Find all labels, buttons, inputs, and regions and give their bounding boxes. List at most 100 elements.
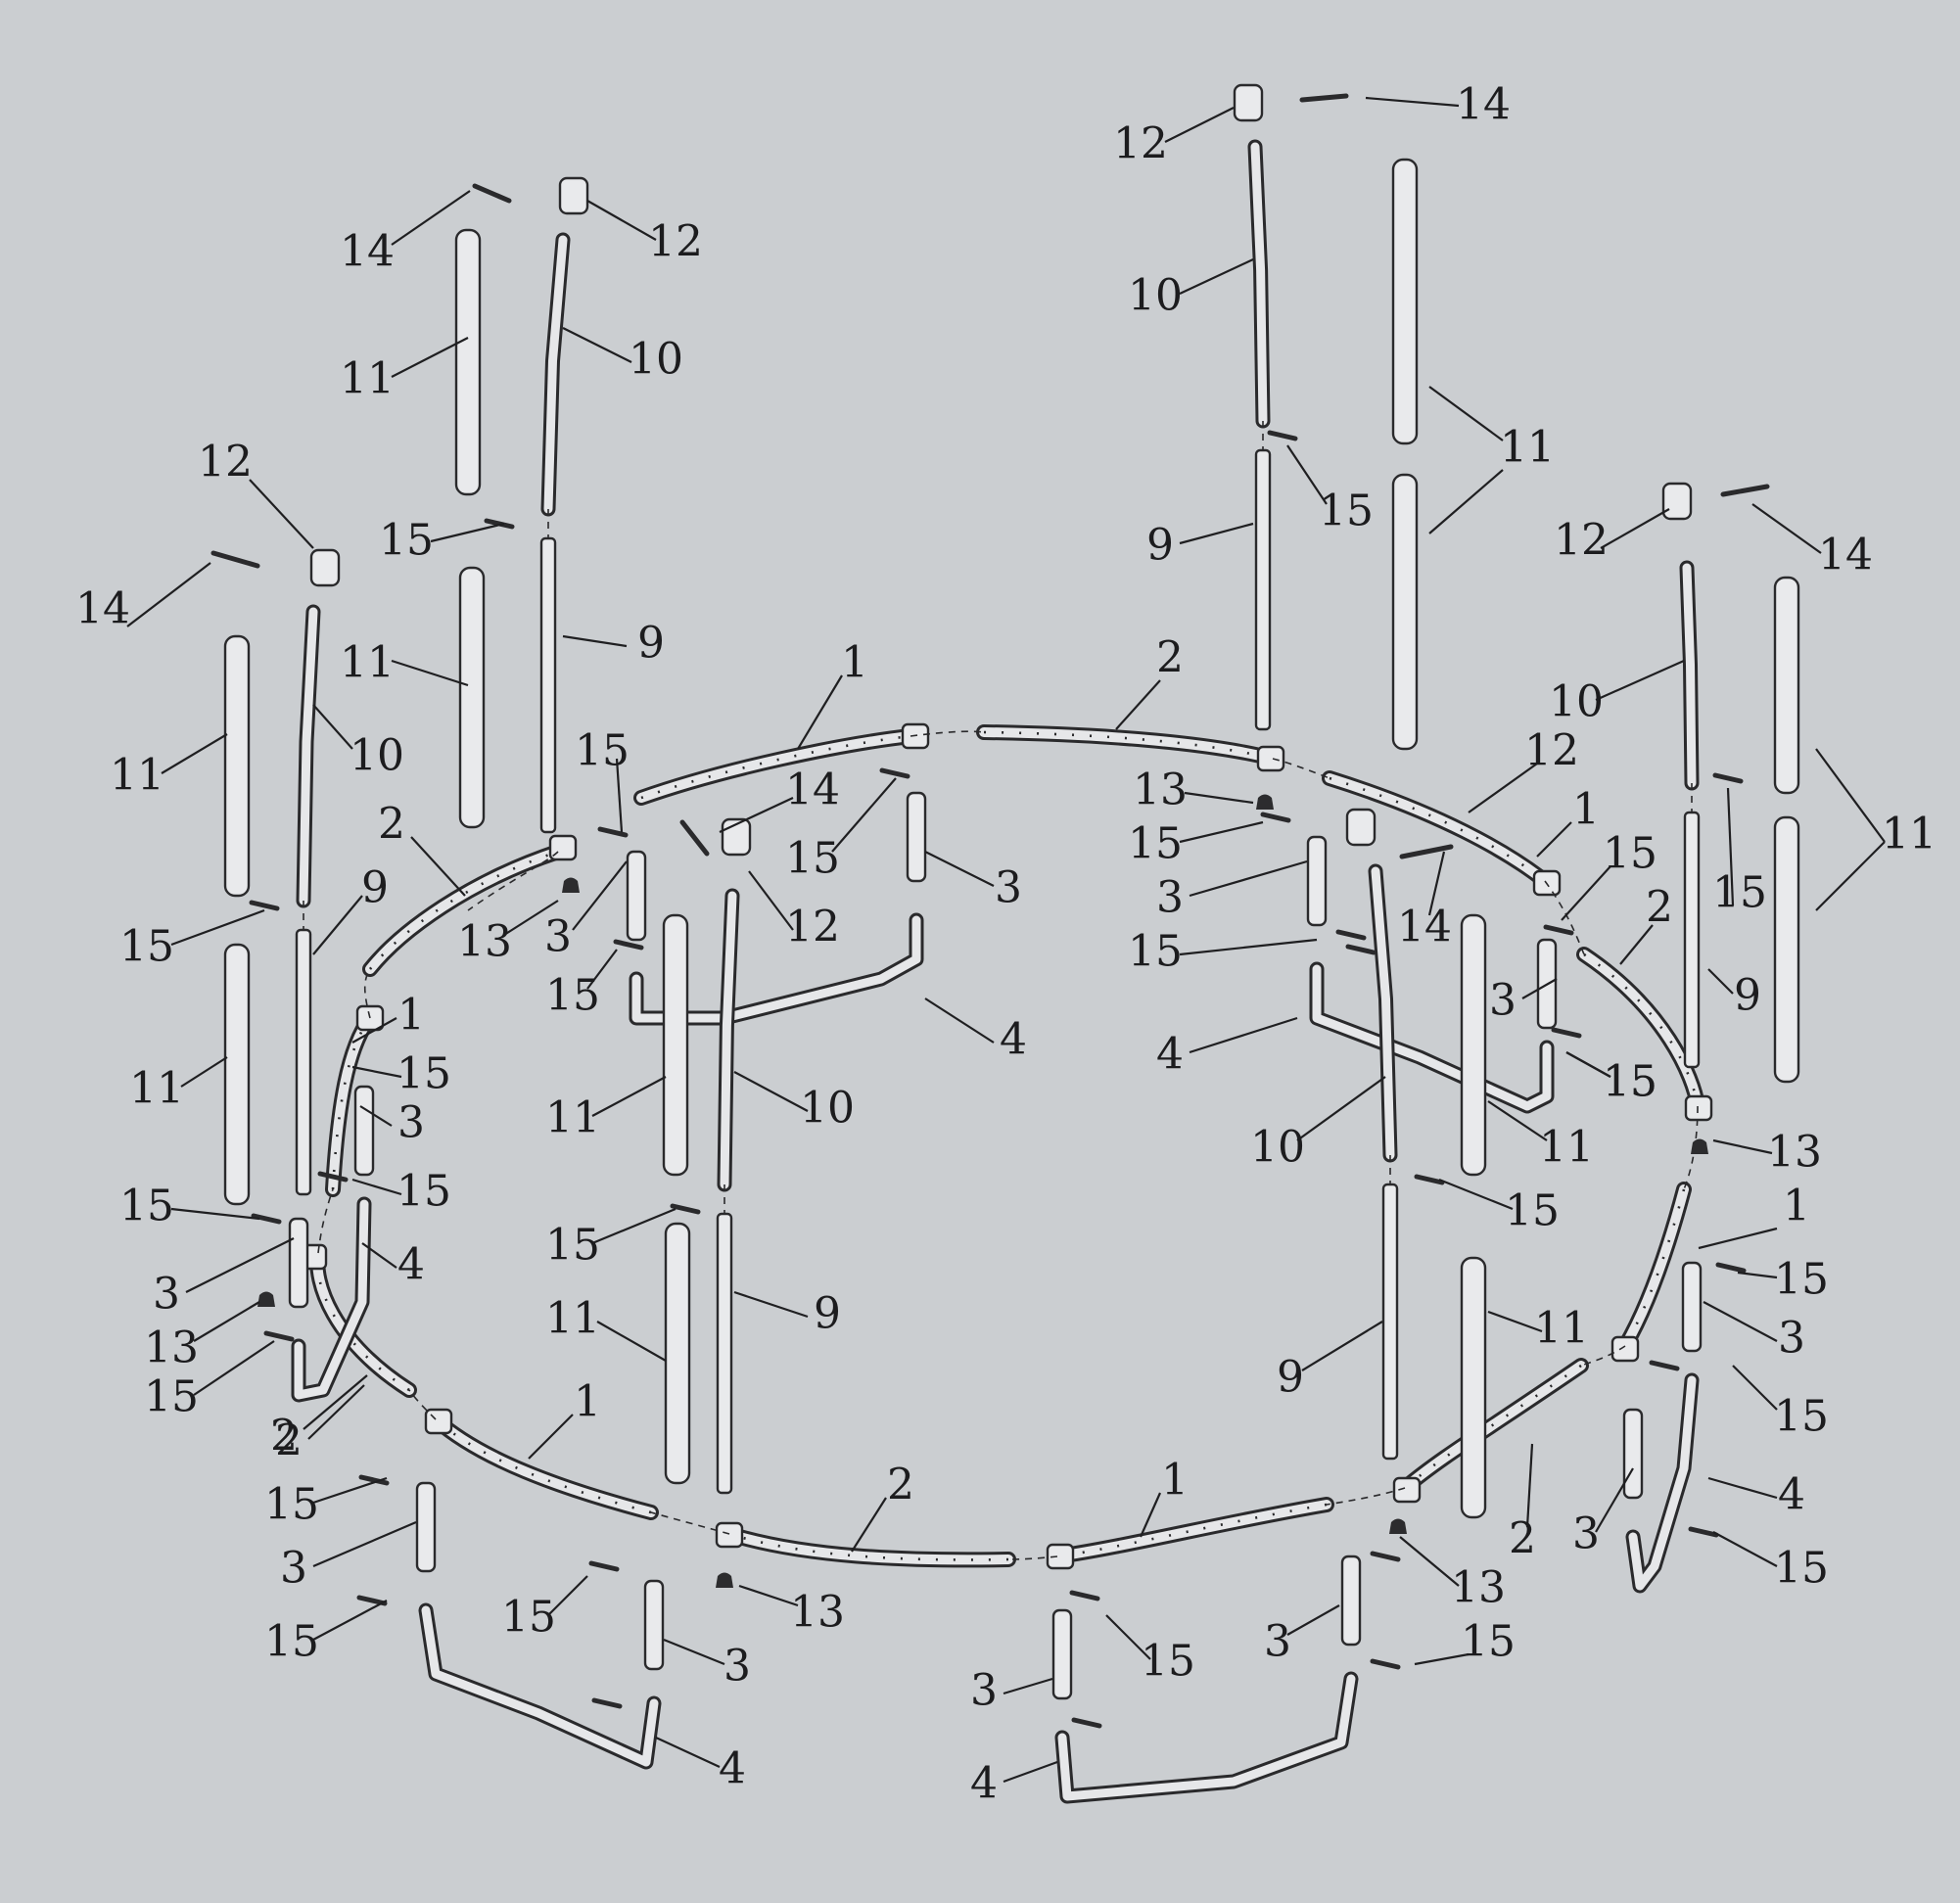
screw-8	[1260, 812, 1291, 823]
callout-leader-97	[312, 1520, 417, 1568]
callout-part-2: 2	[1509, 1514, 1536, 1564]
leg-upright-b-4	[643, 1579, 665, 1671]
leg-upright-a-1	[626, 850, 647, 942]
callout-part-9: 9	[1146, 521, 1174, 571]
foam-sleeve-9	[1460, 913, 1487, 1177]
callout-part-3: 3	[280, 1544, 307, 1594]
callout-part-2: 2	[270, 1412, 298, 1462]
callout-leader-68	[1707, 968, 1734, 995]
callout-leader-14	[185, 1237, 295, 1293]
callout-leader-31	[719, 797, 794, 833]
leg-upright-b-5	[1340, 1555, 1362, 1647]
callout-leader-26	[503, 900, 559, 936]
callout-leader-36	[591, 1076, 667, 1117]
callout-leader-89	[1003, 1760, 1058, 1784]
callout-part-11: 11	[340, 638, 395, 688]
callout-leader-78	[1707, 1476, 1778, 1500]
callout-part-13: 13	[1133, 766, 1188, 815]
leg-assemblies	[288, 791, 1703, 1804]
callout-part-3: 3	[153, 1270, 180, 1320]
callout-leader-85	[1414, 1652, 1470, 1666]
callout-leader-19	[586, 200, 657, 241]
callout-leader-55	[1561, 865, 1611, 921]
callout-leader-80	[1712, 1531, 1778, 1567]
callout-part-9: 9	[1734, 971, 1761, 1021]
end-plug-5	[1389, 1518, 1407, 1534]
callout-leader-56	[1179, 938, 1318, 956]
callout-part-3: 3	[1489, 976, 1517, 1026]
callout-part-12: 12	[785, 903, 840, 952]
t-socket-7	[1392, 1476, 1422, 1504]
foam-sleeve-5	[662, 913, 689, 1177]
upper-pole-fill-6	[1682, 563, 1697, 788]
leg-upright-a-2	[1306, 835, 1328, 927]
callout-part-15: 15	[144, 1372, 199, 1422]
callout-leader-48	[1115, 679, 1161, 730]
bolt-4	[1720, 484, 1770, 497]
callout-part-3: 3	[544, 912, 572, 962]
callout-part-11: 11	[545, 1294, 600, 1344]
screw-24	[1715, 1262, 1747, 1274]
callout-part-4: 4	[970, 1759, 998, 1809]
callout-leader-52	[1536, 821, 1572, 858]
callout-part-15: 15	[501, 1593, 556, 1643]
callout-leader-13	[361, 1242, 397, 1269]
callout-part-15: 15	[1319, 487, 1374, 536]
screw-4	[1712, 772, 1744, 784]
callout-leader-53	[1189, 859, 1308, 898]
callout-leader-54	[1427, 851, 1446, 916]
callout-part-3: 3	[1156, 873, 1184, 923]
screw-17	[588, 1560, 620, 1572]
callout-part-12: 12	[1113, 119, 1168, 169]
frame-rail-fill-9	[724, 1529, 1013, 1565]
callout-leader-18	[391, 190, 471, 246]
callout-part-3: 3	[1778, 1314, 1805, 1364]
callout-part-4: 4	[1156, 1030, 1184, 1080]
callout-leader-35	[924, 998, 995, 1044]
callout-part-1: 1	[397, 991, 425, 1041]
callout-leader-98	[312, 1600, 388, 1641]
callout-part-4: 4	[1778, 1470, 1805, 1520]
t-socket-10	[424, 1408, 453, 1435]
callout-leader-66	[1619, 924, 1654, 965]
foam-sleeve-4	[458, 566, 486, 829]
callout-leader-32	[831, 777, 897, 853]
callout-part-1: 1	[1783, 1182, 1810, 1231]
foam-sleeve-8	[1391, 473, 1419, 751]
frame-rail-fill-4	[1325, 773, 1550, 886]
end-plug-2	[1256, 794, 1274, 810]
callout-part-15: 15	[575, 726, 630, 776]
callout-part-1: 1	[1161, 1456, 1189, 1506]
leg-base-fill-1	[631, 915, 921, 1023]
callout-leader-50	[1179, 820, 1264, 844]
callout-leader-82	[1525, 1443, 1534, 1528]
callout-leader-45	[1428, 386, 1504, 441]
leg-base-fill-5	[1057, 1674, 1356, 1801]
hardware-parts	[210, 83, 1770, 1729]
callout-leader-16	[193, 1340, 275, 1396]
callout-part-14: 14	[1456, 80, 1511, 130]
callout-part-11: 11	[1882, 810, 1937, 859]
end-plug-4	[716, 1572, 733, 1588]
callout-part-15: 15	[1774, 1544, 1829, 1594]
callout-part-3: 3	[995, 863, 1022, 913]
callout-leader-5	[312, 895, 363, 955]
callout-leader-47	[1179, 522, 1254, 545]
callout-part-4: 4	[1000, 1015, 1027, 1065]
callout-leader-64	[1751, 503, 1822, 554]
screw-27	[670, 1203, 701, 1215]
leg-base-fill-6	[1628, 1375, 1697, 1591]
callout-leader-24	[562, 634, 628, 648]
callout-part-15: 15	[119, 922, 174, 972]
callout-leader-40	[733, 1290, 809, 1319]
callout-leader-1	[126, 562, 211, 627]
callout-leader-28	[615, 758, 624, 833]
callout-part-3: 3	[723, 1642, 751, 1692]
frame-rail-fill-6	[1620, 1184, 1689, 1351]
lower-pole-4	[1254, 448, 1272, 731]
leg-upright-a-5	[1051, 1608, 1073, 1700]
end-plug-6	[257, 1291, 275, 1307]
pole-cap-2	[558, 176, 589, 215]
